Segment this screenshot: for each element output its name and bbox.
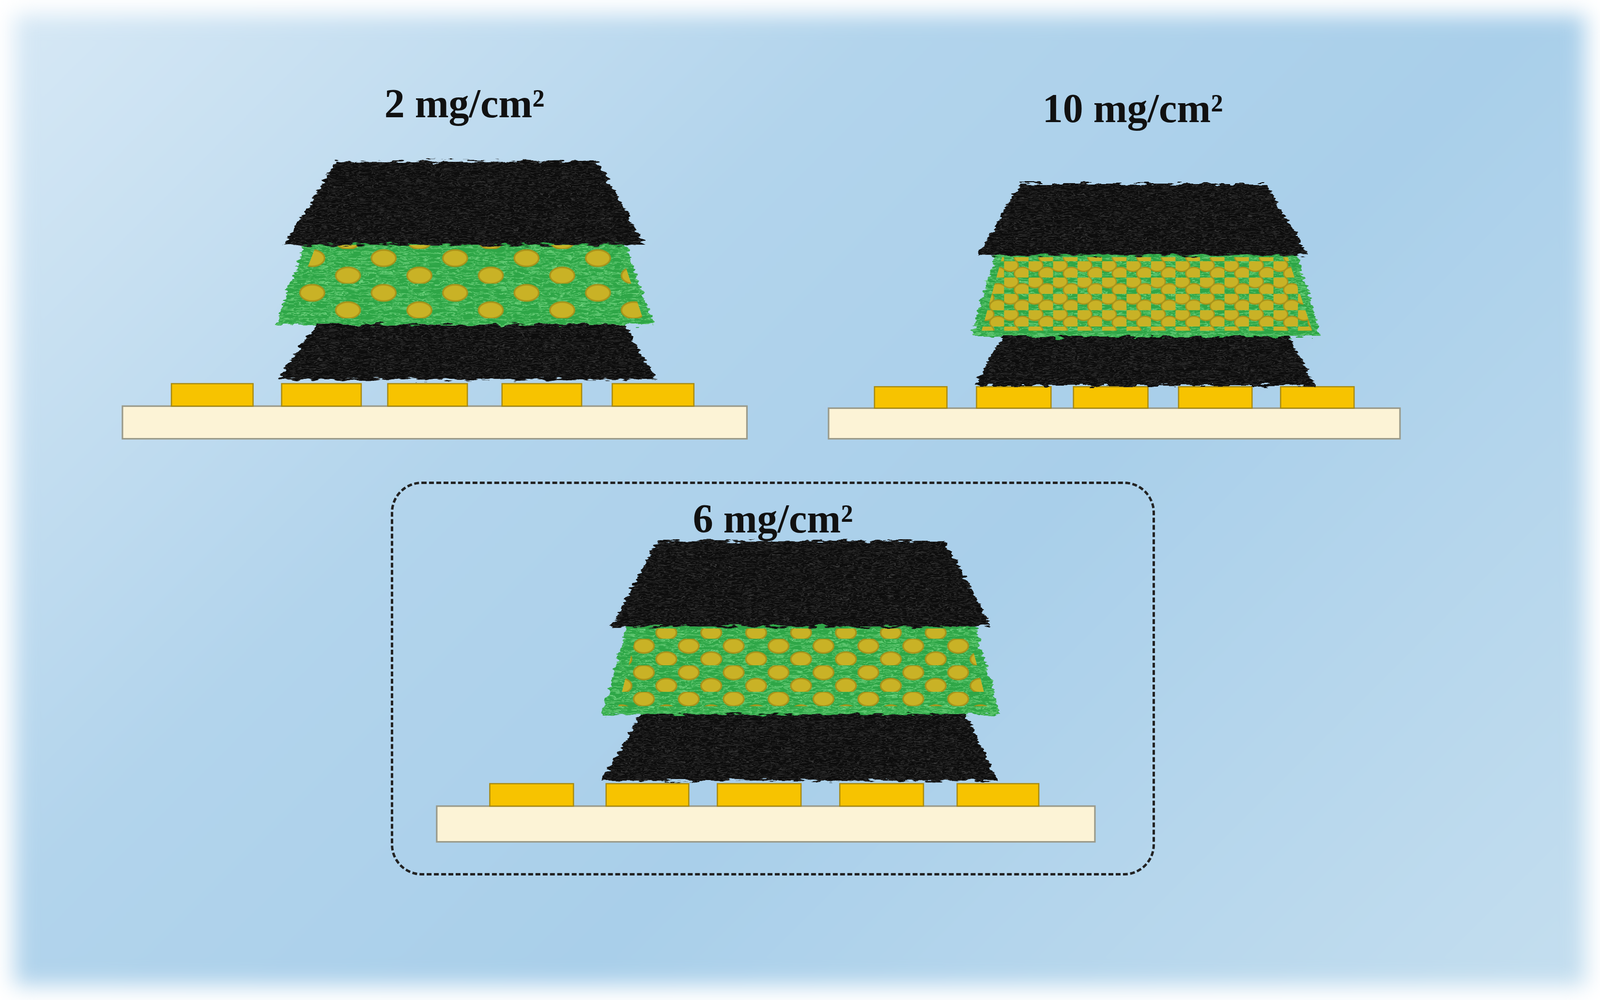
stack-low-loading	[122, 161, 748, 439]
dashed-highlight-box: 6 mg/cm²	[390, 481, 1155, 876]
loading-label: 10 mg/cm²	[1042, 88, 1224, 129]
loading-label: 6 mg/cm²	[692, 498, 854, 539]
stack-optimal-loading	[436, 540, 1095, 842]
loading-label: 2 mg/cm²	[384, 83, 545, 124]
stack-high-loading	[828, 183, 1400, 439]
